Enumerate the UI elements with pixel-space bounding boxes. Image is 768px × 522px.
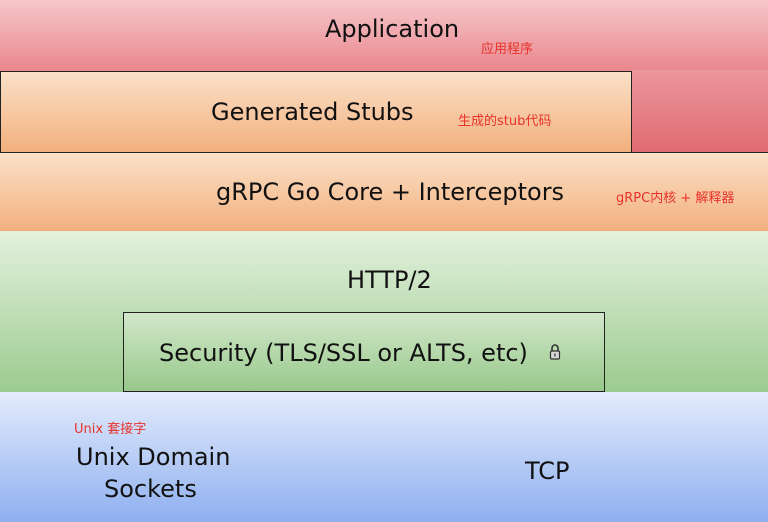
- unix-sockets-label-line1: Unix Domain: [76, 443, 231, 471]
- application-layer-extension: [630, 70, 768, 153]
- grpc-core-note: gRPC内核 + 解释器: [616, 191, 735, 206]
- unix-domain-sockets-layer: [0, 392, 314, 522]
- application-note: 应用程序: [481, 42, 534, 57]
- tcp-layer: [313, 392, 768, 522]
- generated-stubs-layer: [0, 71, 632, 153]
- generated-stubs-label: Generated Stubs: [211, 98, 414, 126]
- lock-icon: [549, 343, 561, 361]
- grpc-core-label: gRPC Go Core + Interceptors: [216, 178, 565, 206]
- unix-sockets-label-line2: Sockets: [104, 475, 197, 503]
- generated-stubs-note: 生成的stub代码: [458, 114, 552, 129]
- application-layer: [0, 0, 768, 72]
- grpc-core-layer: [0, 152, 768, 232]
- tcp-label: TCP: [525, 457, 570, 485]
- unix-sockets-note: Unix 套接字: [74, 422, 147, 437]
- http2-label: HTTP/2: [347, 266, 432, 294]
- application-label: Application: [325, 15, 460, 43]
- security-layer: [123, 312, 605, 392]
- security-label: Security (TLS/SSL or ALTS, etc): [159, 339, 528, 367]
